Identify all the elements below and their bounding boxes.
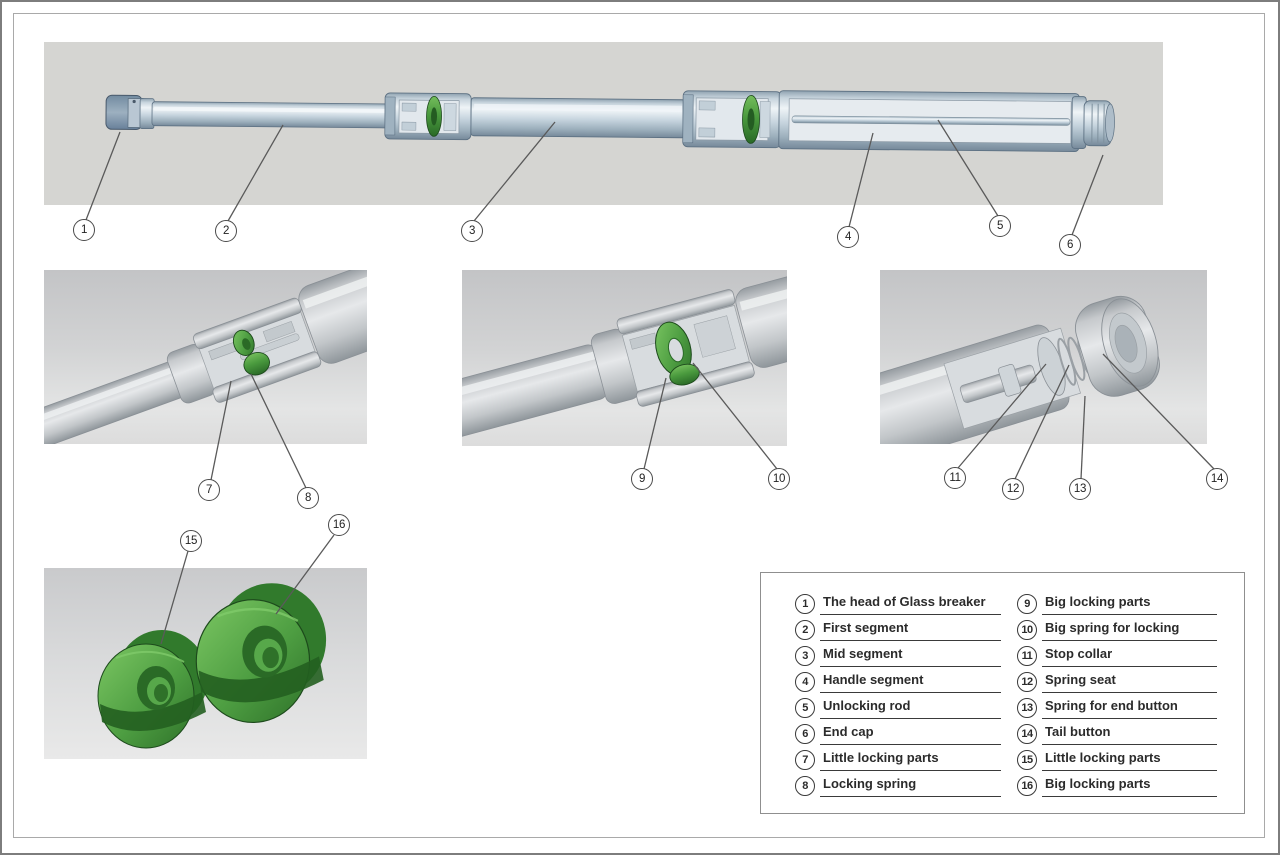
callout-8: 8 <box>297 487 319 509</box>
legend-number-badge: 15 <box>1017 750 1037 770</box>
legend-number-badge: 1 <box>795 594 815 614</box>
legend-row: 15 Little locking parts <box>1017 745 1217 771</box>
green-parts-panel <box>44 568 367 759</box>
legend-number-badge: 11 <box>1017 646 1037 666</box>
detail-panel-big-locking <box>462 270 787 446</box>
big-locking-part-shape <box>195 583 327 724</box>
callout-3: 3 <box>461 220 483 242</box>
callout-4: 4 <box>837 226 859 248</box>
callout-10: 10 <box>768 468 790 490</box>
callout-6: 6 <box>1059 234 1081 256</box>
legend-label: Little locking parts <box>823 750 939 765</box>
legend-number-badge: 13 <box>1017 698 1037 718</box>
legend-number-badge: 6 <box>795 724 815 744</box>
legend-number-badge: 12 <box>1017 672 1037 692</box>
legend-label: Spring seat <box>1045 672 1116 687</box>
legend-label: Tail button <box>1045 724 1111 739</box>
legend-label: Little locking parts <box>1045 750 1161 765</box>
assembly-baton-drawing <box>105 90 1115 152</box>
callout-16: 16 <box>328 514 350 536</box>
callout-9: 9 <box>631 468 653 490</box>
legend-row: 14 Tail button <box>1017 719 1217 745</box>
legend-row: 7 Little locking parts <box>795 745 1001 771</box>
detail-panel-tail <box>880 270 1207 444</box>
legend-row: 9 Big locking parts <box>1017 589 1217 615</box>
legend-number-badge: 3 <box>795 646 815 666</box>
legend-number-badge: 10 <box>1017 620 1037 640</box>
legend-row: 11 Stop collar <box>1017 641 1217 667</box>
callout-11: 11 <box>944 467 966 489</box>
legend-number-badge: 8 <box>795 776 815 796</box>
little-locking-drawing <box>44 270 367 444</box>
legend-row: 13 Spring for end button <box>1017 693 1217 719</box>
callout-12: 12 <box>1002 478 1024 500</box>
detail-panel-little-locking <box>44 270 367 444</box>
tail-assembly-drawing <box>880 295 1160 444</box>
callout-2: 2 <box>215 220 237 242</box>
legend-label: Handle segment <box>823 672 924 687</box>
legend-left-column: 1 The head of Glass breaker 2 First segm… <box>795 589 1001 797</box>
legend-number-badge: 5 <box>795 698 815 718</box>
legend-label: Locking spring <box>823 776 917 791</box>
assembly-panel <box>44 42 1163 205</box>
callout-14: 14 <box>1206 468 1228 490</box>
legend-label: The head of Glass breaker <box>823 594 986 609</box>
legend-label: Big locking parts <box>1045 594 1151 609</box>
big-locking-drawing <box>462 270 787 446</box>
legend-label: Stop collar <box>1045 646 1113 661</box>
callout-13: 13 <box>1069 478 1091 500</box>
parts-legend-box: 1 The head of Glass breaker 2 First segm… <box>760 572 1245 814</box>
legend-row: 10 Big spring for locking <box>1017 615 1217 641</box>
legend-row: 3 Mid segment <box>795 641 1001 667</box>
legend-row: 16 Big locking parts <box>1017 771 1217 797</box>
legend-row: 4 Handle segment <box>795 667 1001 693</box>
legend-number-badge: 9 <box>1017 594 1037 614</box>
legend-number-badge: 7 <box>795 750 815 770</box>
legend-row: 1 The head of Glass breaker <box>795 589 1001 615</box>
legend-label: End cap <box>823 724 874 739</box>
legend-row: 2 First segment <box>795 615 1001 641</box>
legend-row: 5 Unlocking rod <box>795 693 1001 719</box>
legend-row: 12 Spring seat <box>1017 667 1217 693</box>
little-locking-part-shape <box>97 630 208 749</box>
callout-15: 15 <box>180 530 202 552</box>
legend-number-badge: 16 <box>1017 776 1037 796</box>
legend-label: First segment <box>823 620 909 635</box>
legend-right-column: 9 Big locking parts 10 Big spring for lo… <box>1017 589 1217 797</box>
legend-label: Spring for end button <box>1045 698 1178 713</box>
legend-label: Big spring for locking <box>1045 620 1180 635</box>
legend-row: 6 End cap <box>795 719 1001 745</box>
legend-number-badge: 2 <box>795 620 815 640</box>
callout-7: 7 <box>198 479 220 501</box>
legend-number-badge: 14 <box>1017 724 1037 744</box>
callout-5: 5 <box>989 215 1011 237</box>
legend-number-badge: 4 <box>795 672 815 692</box>
callout-1: 1 <box>73 219 95 241</box>
legend-label: Unlocking rod <box>823 698 911 713</box>
green-parts-drawing <box>97 583 327 749</box>
legend-label: Mid segment <box>823 646 903 661</box>
legend-label: Big locking parts <box>1045 776 1151 791</box>
legend-row: 8 Locking spring <box>795 771 1001 797</box>
